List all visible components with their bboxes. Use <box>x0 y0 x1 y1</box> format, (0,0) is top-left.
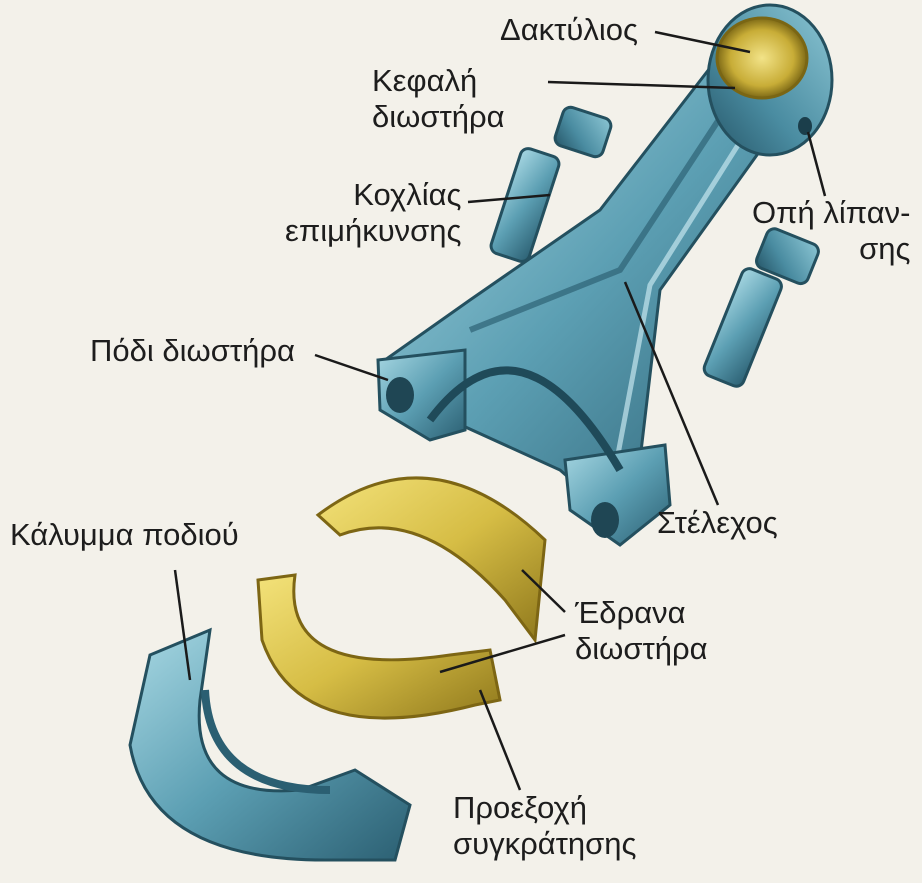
foot-bolt-hole-right <box>591 502 619 538</box>
lower-bearing-shell <box>258 575 500 718</box>
bearing-shells <box>258 478 545 718</box>
label-ring: Δακτύλιος <box>500 12 638 48</box>
leader-oil <box>808 132 825 196</box>
label-cap: Κάλυμμα ποδιού <box>10 517 239 553</box>
oil-hole <box>798 117 812 135</box>
foot-bolt-hole-left <box>386 377 414 413</box>
upper-bearing-shell <box>318 478 545 640</box>
leader-tab <box>480 690 520 790</box>
label-oil-hole: Οπή λίπαν-σης <box>752 195 910 267</box>
label-foot: Πόδι διωστήρα <box>90 333 295 369</box>
small-end-bushing <box>717 18 807 98</box>
label-shank: Στέλεχος <box>657 505 778 541</box>
